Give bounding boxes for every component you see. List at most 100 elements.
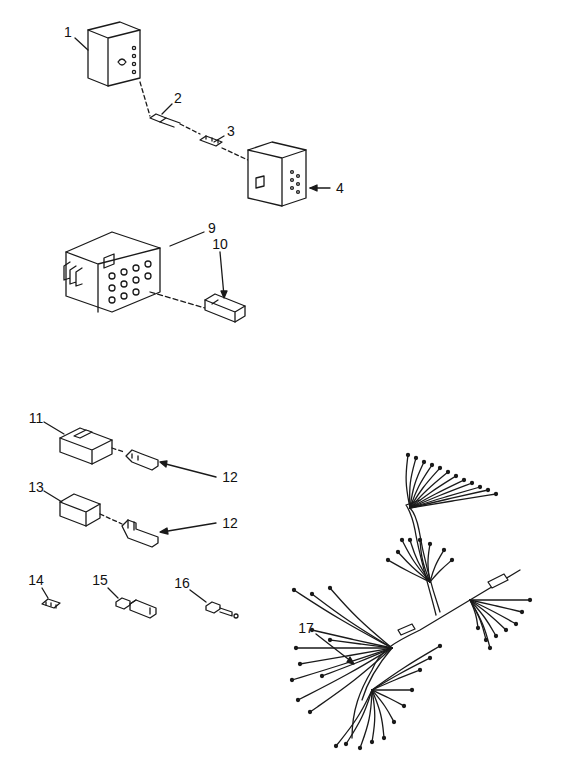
callout-number: 13 <box>28 480 44 494</box>
callout-number: 11 <box>29 411 44 425</box>
connector-housing <box>88 22 140 86</box>
wire <box>346 690 372 744</box>
wire <box>430 550 444 582</box>
wire-end <box>419 539 422 542</box>
wire <box>470 600 490 648</box>
wire <box>294 590 392 648</box>
wire <box>372 646 440 690</box>
wire-end <box>487 489 490 492</box>
small-terminal <box>42 599 60 608</box>
wire-end <box>423 461 426 464</box>
wire <box>312 630 392 648</box>
callout-number: 12 <box>222 470 238 484</box>
wire <box>410 540 430 582</box>
callout-number: 3 <box>227 124 235 138</box>
wire-end <box>329 639 332 642</box>
wire-end <box>505 629 508 632</box>
wire-end <box>371 741 374 744</box>
wire-end <box>329 587 332 590</box>
spade-terminal <box>206 602 238 618</box>
wire <box>322 648 392 676</box>
wire-end <box>309 711 312 714</box>
wire <box>470 600 522 612</box>
callout-number: 12 <box>222 516 238 530</box>
wire-end <box>443 549 446 552</box>
wire <box>336 690 372 746</box>
wire-end <box>393 721 396 724</box>
wire-end <box>359 747 362 750</box>
wire <box>360 690 372 748</box>
wire-end <box>479 486 482 489</box>
wire-end <box>403 705 406 708</box>
wire-end <box>387 559 390 562</box>
wire-end <box>297 699 300 702</box>
wire-end <box>489 647 492 650</box>
wire-end <box>299 663 302 666</box>
wire-end <box>439 467 442 470</box>
wire-end <box>295 647 298 650</box>
wire-end <box>495 493 498 496</box>
wire-end <box>409 539 412 542</box>
leader-lines <box>42 38 354 664</box>
wire-end <box>321 675 324 678</box>
callout-number: 2 <box>174 91 182 105</box>
wire <box>428 544 430 582</box>
callout-number: 16 <box>174 576 190 590</box>
wire <box>372 690 404 706</box>
female-terminal <box>116 598 156 618</box>
wire <box>296 647 392 648</box>
wire-end <box>495 635 498 638</box>
terminal-housing <box>60 494 158 547</box>
wire <box>372 689 412 690</box>
wire-end <box>515 623 518 626</box>
connector-housing <box>248 142 306 206</box>
wire <box>430 560 452 582</box>
wire-end <box>463 479 466 482</box>
wire-end <box>529 599 532 602</box>
wire <box>372 658 430 690</box>
wire-end <box>477 627 480 630</box>
wire-end <box>345 743 348 746</box>
wire-end <box>397 551 400 554</box>
wire-end <box>419 669 422 672</box>
terminal-housing <box>60 428 158 470</box>
callout-number: 10 <box>212 237 228 251</box>
wire-end <box>431 464 434 467</box>
wire-end <box>291 679 294 682</box>
wire-end <box>447 471 450 474</box>
wire-end <box>439 645 442 648</box>
wire-end <box>455 475 458 478</box>
wire-end <box>335 745 338 748</box>
wire-end <box>383 737 386 740</box>
blade-terminal <box>205 294 245 322</box>
wire-end <box>293 589 296 592</box>
wire <box>292 648 392 680</box>
wire-end <box>471 482 474 485</box>
multi-pin-connector <box>64 232 205 312</box>
wire-end <box>407 454 410 457</box>
callout-number: 1 <box>64 25 72 39</box>
callout-number: 9 <box>208 221 216 235</box>
pin-terminal <box>140 82 200 134</box>
wire <box>470 599 530 600</box>
callout-number: 15 <box>92 573 108 587</box>
wire-end <box>411 689 414 692</box>
wire <box>410 494 496 508</box>
socket-terminal <box>200 136 248 160</box>
wire-end <box>429 543 432 546</box>
wire-harness <box>291 454 532 750</box>
wire <box>398 552 430 582</box>
wire <box>372 690 375 742</box>
wire <box>410 490 488 508</box>
callout-number: 14 <box>28 573 44 587</box>
callout-number: 17 <box>298 621 314 635</box>
wire <box>310 648 392 712</box>
callout-number: 4 <box>336 181 344 195</box>
wire-end <box>415 457 418 460</box>
wire-end <box>401 539 404 542</box>
wire-end <box>451 559 454 562</box>
wire-end <box>311 593 314 596</box>
wire-end <box>521 611 524 614</box>
